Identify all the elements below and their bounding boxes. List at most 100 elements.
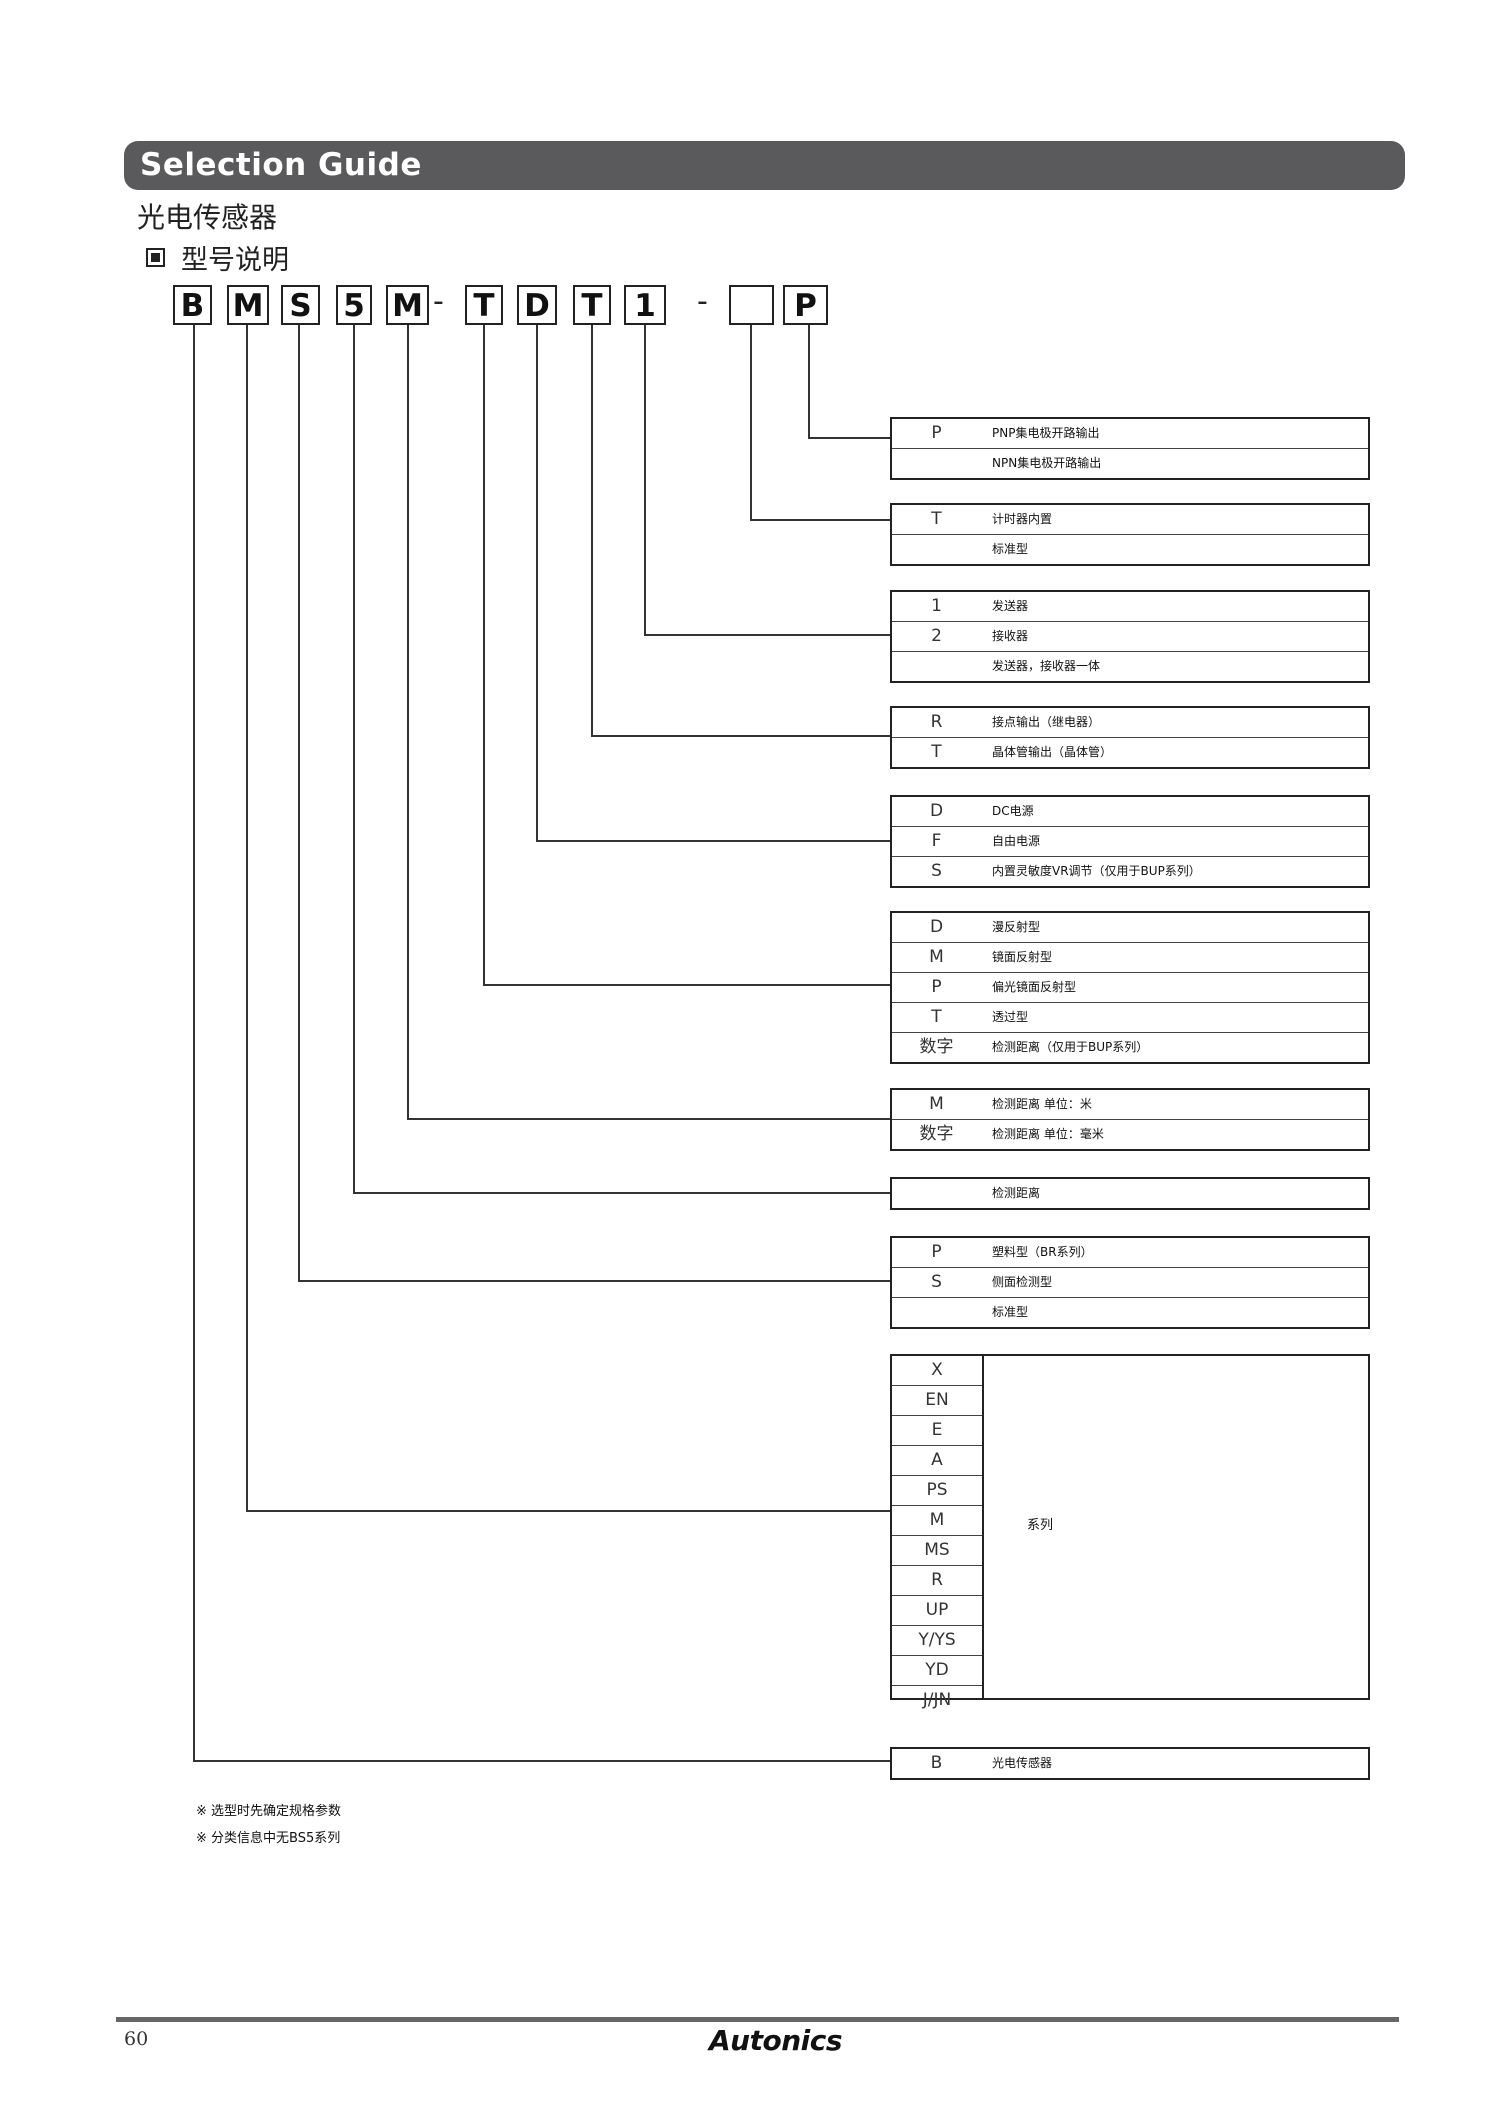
option-desc: 透过型 <box>992 1010 1029 1024</box>
series-code: UP <box>892 1596 982 1626</box>
options-table-sensor: B 光电传感器 <box>890 1747 1370 1780</box>
code-char-box-blank <box>729 285 774 325</box>
option-code: 数字 <box>919 1124 954 1144</box>
option-code <box>892 1298 981 1327</box>
code-char-box: 5 <box>336 285 372 325</box>
option-desc: 侧面检测型 <box>992 1275 1053 1289</box>
code-char-box: T <box>573 285 611 325</box>
series-code-list: X EN E A PS M MS R UP Y/YS YD J/JN <box>892 1356 984 1710</box>
option-code: 2 <box>931 626 942 646</box>
section-heading: 型号说明 <box>146 238 289 277</box>
option-desc: NPN集电极开路输出 <box>992 456 1102 470</box>
code-char-box: S <box>281 285 320 325</box>
footnote: ※ 分类信息中无BS5系列 <box>196 1831 341 1846</box>
option-code: P <box>931 1242 942 1262</box>
table-row: 2 接收器 <box>892 621 1368 651</box>
option-desc: 晶体管输出（晶体管） <box>992 745 1113 759</box>
option-code: P <box>931 423 942 443</box>
option-code: 1 <box>931 596 942 616</box>
series-code: M <box>892 1506 982 1536</box>
option-desc: 检测距离 <box>992 1186 1041 1200</box>
option-code <box>892 535 981 564</box>
option-desc: 发送器 <box>992 599 1029 613</box>
table-row: B 光电传感器 <box>892 1749 1368 1778</box>
leader-line <box>644 325 890 636</box>
option-desc: 接点输出（继电器） <box>992 715 1101 729</box>
option-desc: 检测距离（仅用于BUP系列） <box>992 1040 1149 1054</box>
option-code: R <box>930 712 943 732</box>
table-row: NPN集电极开路输出 <box>892 448 1368 478</box>
option-desc: 计时器内置 <box>992 512 1053 526</box>
option-code <box>892 1179 981 1208</box>
option-desc: 检测距离 单位：米 <box>992 1097 1092 1111</box>
options-table-shape: P 塑料型（BR系列） S 侧面检测型 标准型 <box>890 1236 1370 1329</box>
option-desc: 标准型 <box>992 1305 1029 1319</box>
option-code: S <box>931 1272 942 1292</box>
series-code: MS <box>892 1536 982 1566</box>
series-code: J/JN <box>922 1690 952 1710</box>
leader-line <box>483 325 890 986</box>
series-code: EN <box>892 1386 982 1416</box>
footer-divider <box>116 2017 1399 2022</box>
leader-line <box>193 325 890 1762</box>
square-bullet-icon <box>146 248 165 267</box>
option-desc: 光电传感器 <box>992 1756 1053 1770</box>
option-desc: DC电源 <box>992 804 1034 818</box>
table-row: T 晶体管输出（晶体管） <box>892 737 1368 767</box>
table-row: 检测距离 <box>892 1179 1368 1208</box>
series-code: R <box>892 1566 982 1596</box>
series-desc: 系列 <box>1027 1518 1054 1533</box>
option-desc: 自由电源 <box>992 834 1041 848</box>
table-row: T 计时器内置 <box>892 505 1368 534</box>
leader-line <box>536 325 890 842</box>
options-table-control-output: R 接点输出（继电器） T 晶体管输出（晶体管） <box>890 706 1370 769</box>
option-code <box>892 652 981 681</box>
option-desc: 接收器 <box>992 629 1029 643</box>
option-code: T <box>931 742 942 762</box>
option-code: S <box>931 861 942 881</box>
series-code: A <box>892 1446 982 1476</box>
table-row: S 侧面检测型 <box>892 1267 1368 1297</box>
code-char-box: M <box>227 285 269 325</box>
option-code: B <box>930 1753 943 1773</box>
option-code: D <box>929 917 944 937</box>
series-code: Y/YS <box>892 1626 982 1656</box>
leader-line <box>246 325 890 1512</box>
option-desc: 镜面反射型 <box>992 950 1053 964</box>
brand-logo: Autonics <box>709 2024 843 2057</box>
series-code: YD <box>892 1656 982 1686</box>
leader-line <box>407 325 890 1120</box>
options-table-distance: 检测距离 <box>890 1177 1370 1210</box>
option-code: T <box>931 509 942 529</box>
table-row: 数字 检测距离（仅用于BUP系列） <box>892 1032 1368 1062</box>
table-row: R 接点输出（继电器） <box>892 708 1368 737</box>
code-char-box: 1 <box>624 285 666 325</box>
table-row: 标准型 <box>892 1297 1368 1327</box>
page-subtitle: 光电传感器 <box>137 201 278 234</box>
option-code: M <box>929 947 944 967</box>
leader-line <box>353 325 890 1194</box>
table-row: S 内置灵敏度VR调节（仅用于BUP系列） <box>892 856 1368 886</box>
series-code: E <box>892 1416 982 1446</box>
options-table-series: X EN E A PS M MS R UP Y/YS YD J/JN 系列 <box>890 1354 1370 1710</box>
selection-guide-banner: Selection Guide <box>124 141 1405 190</box>
code-char-box: T <box>465 285 503 325</box>
section-title: 型号说明 <box>181 245 289 276</box>
option-code: 数字 <box>919 1037 954 1057</box>
option-desc: 内置灵敏度VR调节（仅用于BUP系列） <box>992 864 1201 878</box>
leader-line <box>808 325 890 439</box>
option-desc: 塑料型（BR系列） <box>992 1245 1093 1259</box>
option-desc: 标准型 <box>992 542 1029 556</box>
table-row: M 镜面反射型 <box>892 942 1368 972</box>
